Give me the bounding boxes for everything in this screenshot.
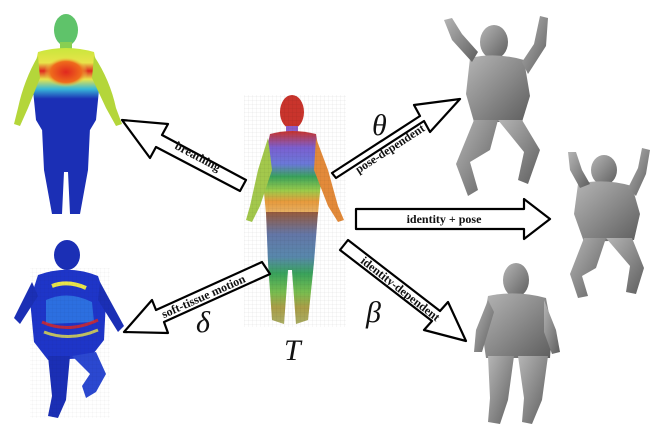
soft-tissue-heatmap-body-icon [14,240,124,418]
arrow-identity-pose: identity + pose [356,199,550,239]
theta-symbol: θ [372,109,387,142]
arrow-identity-dependent: identity-dependent [340,240,466,341]
identity-dependent-body-icon [474,263,560,424]
arrow-label-pose-dependent: pose-dependent [352,121,427,176]
breathing-heatmap-body-icon [14,14,122,214]
template-symbol: T [284,334,303,367]
arrow-breathing: breathing [122,120,246,191]
arrow-label-identity-pose: identity + pose [407,212,483,226]
beta-symbol: β [365,296,381,329]
pose-dependent-body-icon [444,16,548,196]
identity-pose-body-icon [568,148,650,298]
delta-symbol: δ [196,306,211,339]
colored-template-body-icon [244,95,346,327]
arrow-pose-dependent: pose-dependent [332,99,460,178]
